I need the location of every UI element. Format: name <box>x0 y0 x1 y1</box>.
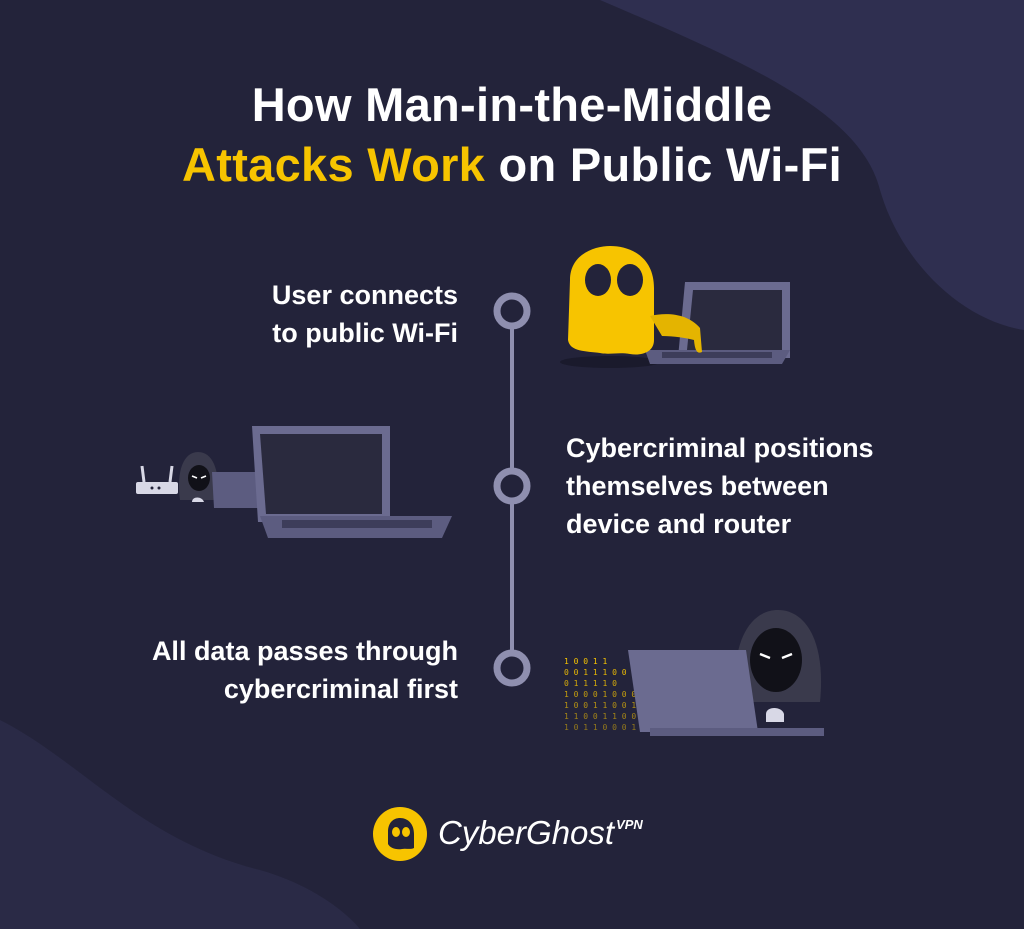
timeline-node-1 <box>493 292 531 330</box>
title-highlight: Attacks Work <box>182 138 486 191</box>
ghost-logo-icon <box>373 807 427 861</box>
binary-row: 1 0 0 1 1 0 0 1 <box>564 701 636 710</box>
step-2-line-3: device and router <box>566 509 792 539</box>
binary-row: 0 0 1 1 1 0 0 <box>564 668 627 677</box>
title-line-2: Attacks Work on Public Wi-Fi <box>0 135 1024 195</box>
title-line-1: How Man-in-the-Middle <box>251 78 773 131</box>
logo-brand: CyberGhost <box>438 814 615 851</box>
binary-row: 1 0 0 0 1 0 0 0 <box>564 690 636 699</box>
step-3-line-1: All data passes through <box>151 636 458 666</box>
title-line-2-rest: on Public Wi-Fi <box>485 138 842 191</box>
step-1-line-1: User connects <box>271 280 458 310</box>
hacker-between-router-and-laptop-illustration <box>136 426 452 538</box>
hacker-icon <box>178 452 219 502</box>
step-2-line-1: Cybercriminal positions <box>566 433 874 463</box>
ghost-icon <box>568 246 654 355</box>
ghost-at-laptop-illustration <box>560 246 790 368</box>
page-title: How Man-in-the-Middle Attacks Work on Pu… <box>0 75 1024 195</box>
binary-row: 1 0 0 1 1 <box>564 657 608 666</box>
step-2-text: Cybercriminal positions themselves betwe… <box>566 429 986 543</box>
step-3-text: All data passes through cybercriminal fi… <box>60 632 458 708</box>
hacker-laptop-graphic: 1 0 0 1 1 0 0 1 1 1 0 0 0 1 1 1 1 0 1 0 0 0… <box>564 610 824 736</box>
step-3-line-2: cybercriminal first <box>223 674 458 704</box>
binary-row: 1 1 0 0 1 1 0 0 1 <box>564 712 646 721</box>
timeline-node-2 <box>493 467 531 505</box>
bottom-left-blob <box>0 720 360 929</box>
hacker-with-binary-illustration: 1 0 0 1 1 0 0 1 1 1 0 0 0 1 1 1 1 0 1 0 0 0… <box>560 602 830 742</box>
step-2-line-2: themselves between <box>566 471 829 501</box>
step-1-text: User connects to public Wi-Fi <box>160 276 458 352</box>
hooded-hacker-icon <box>734 610 822 702</box>
top-right-blob <box>600 0 1024 330</box>
step-1-line-2: to public Wi-Fi <box>272 318 458 348</box>
timeline-node-3 <box>493 649 531 687</box>
logo-vpn-suffix: VPN <box>616 817 643 832</box>
binary-row: 0 1 1 1 1 0 <box>564 679 617 688</box>
router-icon <box>136 465 178 494</box>
binary-row: 1 0 1 1 0 0 0 1 1 <box>564 723 646 732</box>
